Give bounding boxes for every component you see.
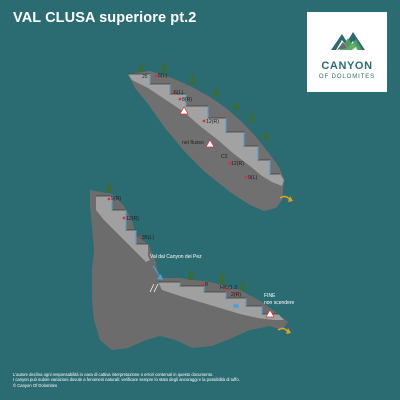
lower-staircase-light	[96, 196, 150, 262]
label-nel-flusso: nel flusso	[182, 140, 204, 146]
disclaimer-line: I canyon può subire variazioni dovute a …	[13, 377, 240, 383]
upper-rock-mass	[128, 71, 284, 211]
label-9l: 9(L)	[248, 175, 257, 181]
label-8l: 8(L)	[158, 73, 167, 79]
lower-canyon-section: 9(R) 12(R) 35(L) Val dal Canyon dei Pez …	[90, 180, 295, 350]
lower-water	[111, 196, 263, 314]
label-hl: H/L(1.3	[220, 285, 237, 291]
label-2r: 2(R)	[231, 292, 241, 298]
section-break-icon	[149, 283, 159, 293]
copyright: © Canyon Of Dolomites	[13, 382, 58, 388]
side-valley-arrow-icon	[152, 265, 163, 280]
label-c2: C2	[221, 154, 228, 160]
continue-arrow-icon	[279, 195, 293, 202]
logo-mark-icon	[331, 32, 365, 50]
pool-icon	[233, 304, 239, 308]
logo-wordmark: CANYON	[321, 60, 373, 72]
logo: CANYON OF DOLOMITES	[307, 12, 387, 92]
disclaimer: L'autore declina ogni responsabilità in …	[13, 372, 393, 388]
upper-canyon-section: J5 8(L) 6(L) 8(R) 12(R) nel flusso C2 12…	[128, 60, 293, 211]
lower-anchors	[107, 197, 238, 296]
lower-floor-light	[158, 282, 284, 320]
label-j5: J5	[142, 74, 148, 80]
label-12r: 12(R)	[126, 216, 139, 222]
label-12r-top: 12(R)	[206, 119, 219, 125]
upper-water	[149, 74, 271, 174]
label-12r-bottom: 12(R)	[231, 161, 244, 167]
label-end-note: non scendere	[264, 300, 295, 306]
label-35l: 35(L)	[142, 235, 154, 241]
disclaimer-line: L'autore declina ogni responsabilità in …	[13, 372, 214, 377]
upper-trees	[138, 60, 269, 140]
lower-trees	[106, 180, 246, 290]
upper-anchors	[154, 74, 248, 179]
label-6l: 6(L)	[174, 90, 183, 96]
warning-icon	[265, 309, 275, 318]
label-9r: 9(R)	[111, 196, 121, 202]
end-arrow-icon	[277, 327, 291, 334]
page-title: VAL CLUSA superiore pt.2	[13, 10, 197, 26]
label-8: 8	[205, 282, 208, 288]
label-8r: 8(R)	[182, 97, 192, 103]
label-side-valley: Val dal Canyon dei Pez	[150, 254, 202, 260]
logo-tagline: OF DOLOMITES	[318, 74, 376, 80]
upper-staircase-edge	[128, 73, 280, 175]
label-end-title: FINE	[264, 293, 276, 299]
warning-icon	[179, 106, 215, 148]
upper-staircase-light	[128, 74, 284, 186]
